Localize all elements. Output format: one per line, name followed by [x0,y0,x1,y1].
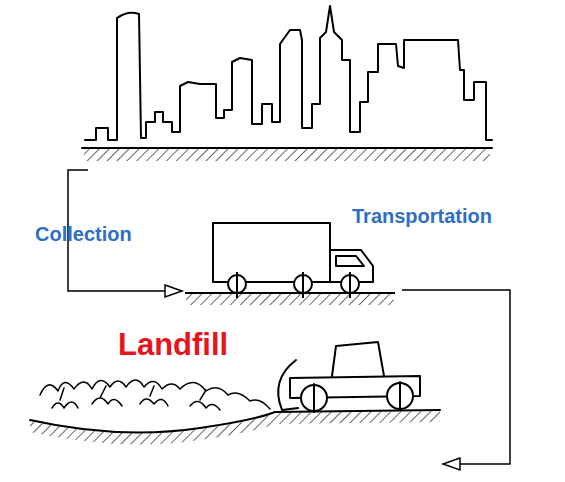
city-skyline [85,6,492,140]
axle [399,382,401,410]
dozer-blade [278,360,298,410]
step-label: Transportation [352,205,492,227]
road-line [185,292,395,294]
axle [313,384,315,412]
destination-label: Landfill [118,328,228,362]
landfill-hatch [30,411,440,445]
ground-line [82,147,492,149]
arrow-head [165,285,182,297]
road-hatch [186,294,394,305]
truck-window [336,256,364,266]
step-label: Collection [35,223,132,245]
refuse-pile [40,380,270,410]
flow-line [402,290,510,464]
arrow-head [443,458,460,470]
wheel [387,383,413,409]
wheel [301,385,327,411]
truck-box [213,223,330,282]
dozer-cab [332,342,384,376]
ground-hatch [84,149,490,161]
